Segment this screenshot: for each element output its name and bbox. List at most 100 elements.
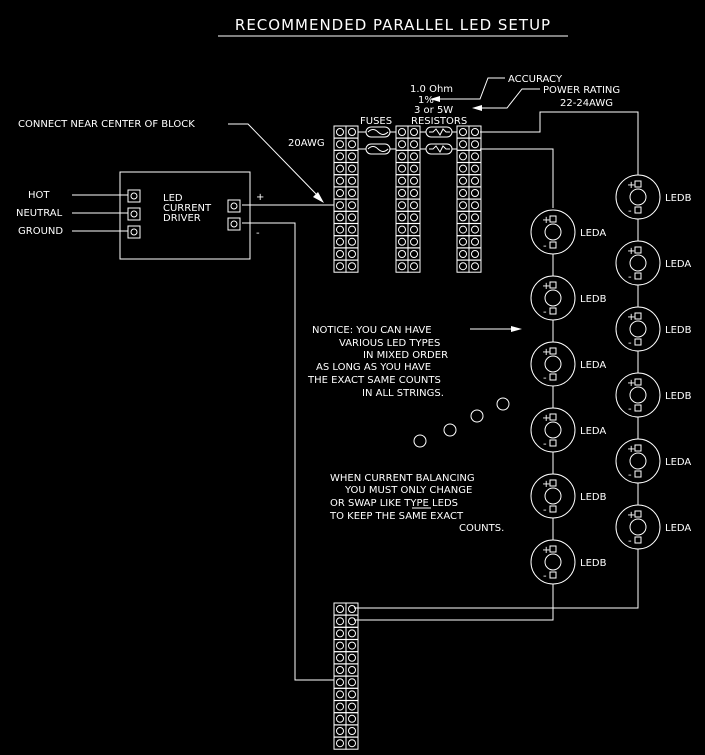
balancing-line-5: COUNTS. (459, 523, 504, 534)
led-leda: +-LEDA (615, 240, 691, 286)
led-minus-sign: - (543, 307, 547, 318)
led-leda: +-LEDA (530, 209, 606, 255)
led-strings: +-LEDA+-LEDB+-LEDA+-LEDA+-LEDB+-LEDB+-LE… (530, 174, 692, 585)
led-minus-sign: - (628, 536, 632, 547)
string-right-positive-wire (480, 111, 639, 175)
block-cell (333, 736, 347, 750)
led-type-label: LEDB (665, 325, 692, 336)
block-screw (410, 152, 418, 161)
block-screw (398, 225, 406, 234)
terminal-screw (130, 192, 138, 200)
block-screw (336, 690, 344, 699)
block-cell (456, 198, 470, 212)
block-screw (336, 629, 344, 638)
led-cathode-pad (549, 373, 557, 381)
block-screw (398, 176, 406, 185)
led-body (615, 438, 661, 484)
resistor-tolerance-label: 1% (418, 95, 434, 106)
block-cell (407, 125, 421, 139)
block-cell (345, 736, 359, 750)
block-cell (395, 186, 409, 200)
led-plus-sign: + (627, 444, 635, 455)
block-cell (345, 651, 359, 665)
led-leda: +-LEDA (530, 407, 606, 453)
block-cell (345, 247, 359, 261)
fuse-element (367, 146, 389, 152)
block-screw (410, 262, 418, 271)
led-ledb: +-LEDB (615, 372, 692, 418)
block-cell (468, 210, 482, 224)
block-screw (348, 225, 356, 234)
block-cell (345, 235, 359, 249)
block-screw (410, 189, 418, 197)
led-type-label: LEDA (580, 228, 606, 239)
string-left-return-wire (354, 582, 554, 621)
led-cathode-pad (549, 439, 557, 447)
block-cell (456, 247, 470, 261)
block-screw (459, 201, 467, 210)
led-type-label: LEDB (580, 492, 607, 503)
driver-label-line2: CURRENT (163, 203, 212, 214)
block-cell (468, 247, 482, 261)
output-wire-gauge-label: 22-24AWG (560, 98, 613, 109)
block-cell (333, 724, 347, 738)
block-cell (345, 712, 359, 726)
led-cathode-pad (549, 505, 557, 513)
led-lens (544, 553, 562, 571)
block-cell (345, 198, 359, 212)
block-screw (336, 140, 344, 149)
led-minus-sign: - (543, 571, 547, 582)
block-cell (333, 198, 347, 212)
block-screw (459, 140, 467, 149)
block-cell (345, 125, 359, 139)
led-minus-sign: - (543, 241, 547, 252)
led-string-left: +-LEDA+-LEDB+-LEDA+-LEDA+-LEDB+-LEDB (530, 209, 607, 585)
led-plus-sign: + (627, 180, 635, 191)
led-lens (544, 421, 562, 439)
notice-line-1: NOTICE: YOU CAN HAVE (312, 325, 432, 336)
block-screw (398, 213, 406, 222)
block-cell (333, 626, 347, 640)
notice-line-4: AS LONG AS YOU HAVE (316, 362, 431, 373)
driver-terminal (227, 217, 241, 231)
led-leda: +-LEDA (615, 438, 691, 484)
led-anode-pad (549, 545, 557, 553)
block-screw (336, 727, 344, 735)
continuation-dots (413, 397, 510, 448)
driver-terminal (127, 207, 141, 221)
led-anode-pad (549, 215, 557, 223)
string-left-positive-wire (480, 148, 554, 208)
block-screw (410, 128, 418, 136)
block-cell (468, 186, 482, 200)
block-cell (345, 137, 359, 151)
block-cell (333, 125, 347, 139)
led-lens (544, 223, 562, 241)
block-cell (395, 198, 409, 212)
driver-terminals (127, 189, 241, 239)
led-cathode-pad (634, 536, 642, 544)
block-cell (407, 235, 421, 249)
block-screw (336, 164, 344, 173)
block-cell (345, 687, 359, 701)
block-cell (395, 125, 409, 139)
notice-line-5: THE EXACT SAME COUNTS (307, 375, 441, 386)
block-screw (348, 605, 356, 613)
block-cell (395, 174, 409, 188)
led-lens (629, 254, 647, 272)
driver-plus-label: + (256, 192, 264, 203)
block-cell (345, 174, 359, 188)
led-lens (629, 452, 647, 470)
block-screw (459, 164, 467, 173)
block-cell (333, 186, 347, 200)
block-cell (407, 210, 421, 224)
block-cell (468, 198, 482, 212)
driver-terminal (127, 225, 141, 239)
led-cathode-pad (634, 404, 642, 412)
led-lens (544, 289, 562, 307)
power-rating-leader (480, 88, 540, 109)
block-screw (471, 176, 479, 185)
block-screw (348, 128, 356, 136)
block-screw (348, 629, 356, 638)
block-cell (456, 186, 470, 200)
block-screw (348, 739, 356, 748)
